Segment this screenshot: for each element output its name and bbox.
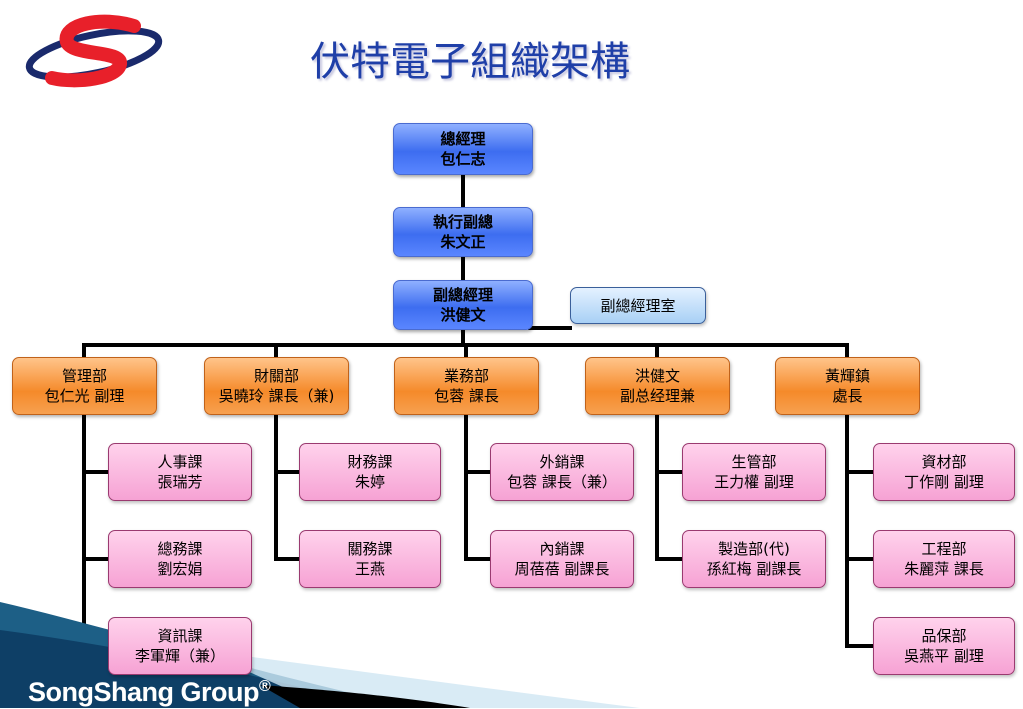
node-name: 吳曉玲 課長（兼) [218, 387, 335, 405]
node-name: 處長 [832, 387, 863, 405]
node-name: 包仁光 副理 [44, 387, 125, 405]
exec-node-executive-vp[interactable]: 執行副總 朱文正 [393, 207, 533, 257]
node-title: 業務部 [443, 367, 489, 385]
dept-node-finance-customs[interactable]: 財關部 吳曉玲 課長（兼) [204, 357, 349, 415]
node-name: 吳燕平 副理 [904, 647, 984, 665]
dept-node-management[interactable]: 管理部 包仁光 副理 [12, 357, 157, 415]
node-title: 內銷課 [539, 540, 585, 558]
footer-brand-name: SongShang Group [28, 677, 259, 707]
node-title: 關務課 [347, 540, 393, 558]
section-node-export-sales[interactable]: 外銷課 包蓉 課長（兼） [490, 443, 634, 501]
node-name: 張瑞芳 [157, 473, 203, 491]
dept-node-sales[interactable]: 業務部 包蓉 課長 [394, 357, 539, 415]
node-title: 工程部 [921, 540, 967, 558]
node-name: 包蓉 課長（兼） [507, 473, 617, 491]
node-name: 朱婷 [354, 473, 385, 491]
node-name: 劉宏娟 [157, 560, 203, 578]
section-node-materials[interactable]: 資材部 丁作剛 副理 [873, 443, 1015, 501]
node-title: 製造部(代) [718, 540, 790, 558]
node-name: 王力權 副理 [714, 473, 794, 491]
section-node-finance[interactable]: 財務課 朱婷 [299, 443, 441, 501]
node-title: 外銷課 [539, 453, 585, 471]
registered-mark: ® [258, 678, 271, 695]
section-node-general-affairs[interactable]: 總務課 劉宏娟 [108, 530, 252, 588]
office-node-vice-gm-office[interactable]: 副總經理室 [570, 287, 706, 324]
node-name: 副总经理兼 [619, 387, 695, 405]
section-node-engineering[interactable]: 工程部 朱麗萍 課長 [873, 530, 1015, 588]
exec-node-general-manager[interactable]: 總經理 包仁志 [393, 123, 533, 175]
node-title: 資訊課 [157, 627, 203, 645]
node-name: 包蓉 課長 [434, 387, 499, 405]
dept-node-materials-engineering[interactable]: 黃輝鎮 處長 [775, 357, 920, 415]
node-title: 副總經理室 [600, 296, 676, 315]
page-title: 伏特電子組織架構 [310, 39, 630, 85]
node-name: 王燕 [354, 560, 385, 578]
node-name: 朱文正 [440, 233, 486, 251]
dept-node-production[interactable]: 洪健文 副总经理兼 [585, 357, 730, 415]
node-title: 財關部 [253, 367, 299, 385]
node-title: 洪健文 [634, 367, 680, 385]
section-node-hr[interactable]: 人事課 張瑞芳 [108, 443, 252, 501]
node-name: 李軍輝（兼） [134, 647, 225, 665]
node-title: 財務課 [347, 453, 393, 471]
section-node-it[interactable]: 資訊課 李軍輝（兼） [108, 617, 252, 675]
section-node-domestic-sales[interactable]: 內銷課 周蓓蓓 副課長 [490, 530, 634, 588]
exec-node-vice-gm[interactable]: 副總經理 洪健文 [393, 280, 533, 330]
node-title: 品保部 [921, 627, 967, 645]
section-node-customs[interactable]: 關務課 王燕 [299, 530, 441, 588]
node-name: 朱麗萍 課長 [904, 560, 984, 578]
node-title: 總經理 [440, 130, 486, 148]
node-name: 孫紅梅 副課長 [706, 560, 802, 578]
section-node-quality-assurance[interactable]: 品保部 吳燕平 副理 [873, 617, 1015, 675]
node-name: 周蓓蓓 副課長 [514, 560, 610, 578]
node-title: 生管部 [731, 453, 777, 471]
node-title: 人事課 [157, 453, 203, 471]
node-name: 包仁志 [440, 150, 486, 168]
node-title: 管理部 [61, 367, 107, 385]
section-node-manufacturing[interactable]: 製造部(代) 孫紅梅 副課長 [682, 530, 826, 588]
node-name: 丁作剛 副理 [904, 473, 984, 491]
node-title: 副總經理 [432, 286, 493, 304]
node-title: 黃輝鎮 [824, 367, 870, 385]
company-logo [25, 14, 163, 88]
footer-brand: SongShang Group® [28, 670, 271, 709]
node-title: 資材部 [921, 453, 967, 471]
node-title: 執行副總 [432, 213, 493, 231]
node-name: 洪健文 [440, 306, 486, 324]
node-title: 總務課 [157, 540, 203, 558]
section-node-production-control[interactable]: 生管部 王力權 副理 [682, 443, 826, 501]
